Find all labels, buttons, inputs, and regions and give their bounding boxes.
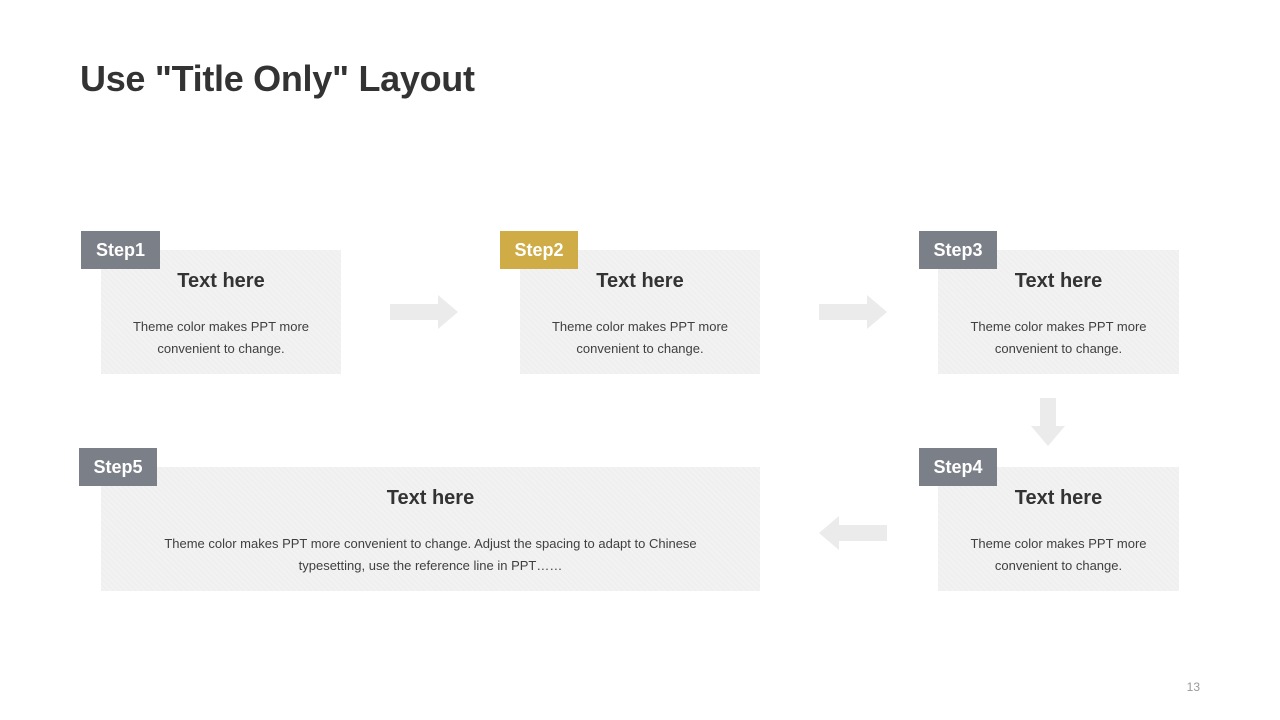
arrow-right-icon xyxy=(819,295,887,329)
step2-body: Theme color makes PPT more convenient to… xyxy=(540,316,740,360)
slide-title: Use "Title Only" Layout xyxy=(80,58,475,99)
arrow-down-icon xyxy=(1031,398,1065,446)
step4-tag: Step4 xyxy=(919,448,997,486)
step3-body-line2: convenient to change. xyxy=(994,341,1123,356)
step4-card: Text here Theme color makes PPT more con… xyxy=(938,467,1179,591)
step3-body-line1: Theme color makes PPT more xyxy=(970,319,1147,334)
step1-card: Text here Theme color makes PPT more con… xyxy=(101,250,341,374)
step5-card: Text here Theme color makes PPT more con… xyxy=(101,467,760,591)
step2-card: Text here Theme color makes PPT more con… xyxy=(520,250,760,374)
step4-body-line2: convenient to change. xyxy=(994,558,1123,573)
step2-body-line2: convenient to change. xyxy=(576,341,704,356)
arrow-right-icon xyxy=(390,295,458,329)
step2-heading: Text here xyxy=(596,270,684,292)
step1-body-line2: convenient to change. xyxy=(157,341,285,356)
step4-body: Theme color makes PPT more convenient to… xyxy=(958,533,1159,577)
arrow-left-icon xyxy=(819,516,887,550)
step5-heading: Text here xyxy=(386,487,475,509)
step3-card: Text here Theme color makes PPT more con… xyxy=(938,250,1179,374)
step1-tag: Step1 xyxy=(81,231,160,269)
step3-heading: Text here xyxy=(1014,270,1103,292)
step4-body-line1: Theme color makes PPT more xyxy=(970,536,1147,551)
step5-body-line2: typesetting, use the reference line in P… xyxy=(298,558,563,573)
step5-body-line1: Theme color makes PPT more convenient to… xyxy=(164,536,697,551)
step3-tag: Step3 xyxy=(919,231,997,269)
step1-heading: Text here xyxy=(177,270,265,292)
step2-tag: Step2 xyxy=(500,231,578,269)
step3-body: Theme color makes PPT more convenient to… xyxy=(958,316,1159,360)
step1-body-line1: Theme color makes PPT more xyxy=(132,319,310,334)
step4-heading: Text here xyxy=(1014,487,1103,509)
step5-body: Theme color makes PPT more convenient to… xyxy=(131,533,730,577)
step5-tag: Step5 xyxy=(79,448,157,486)
page-number: 13 xyxy=(1186,680,1200,694)
step1-body: Theme color makes PPT more convenient to… xyxy=(121,316,321,360)
step2-body-line1: Theme color makes PPT more xyxy=(551,319,729,334)
